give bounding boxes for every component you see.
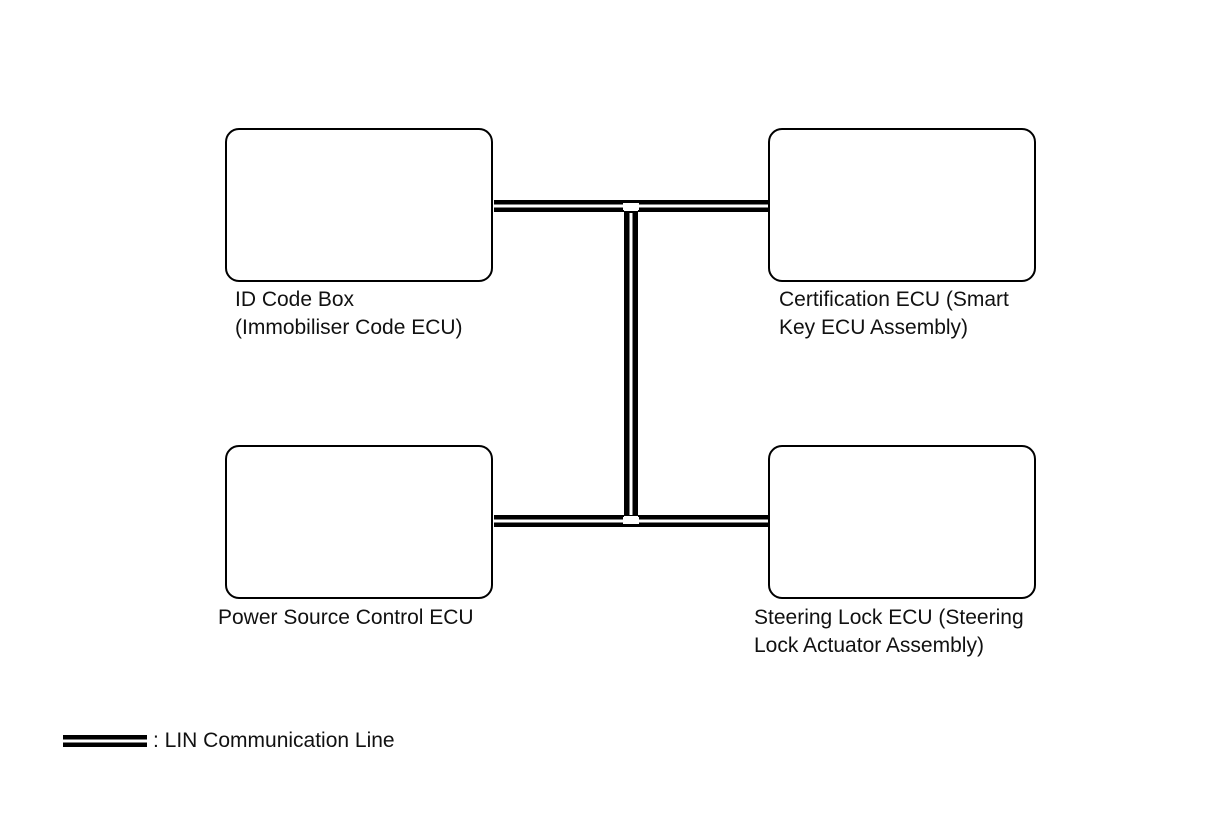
id-code-box-node: [225, 128, 493, 282]
lin-bus-junction-bottom: [494, 515, 768, 524]
certification-ecu-label: Certification ECU (Smart Key ECU Assembl…: [779, 288, 1009, 339]
power-source-control-ecu-node: [225, 445, 493, 599]
legend-label: : LIN Communication Line: [153, 729, 395, 752]
lin-bus-junction-top: [494, 203, 768, 212]
steering-lock-ecu-label: Steering Lock ECU (Steering Lock Actuato…: [754, 606, 1024, 657]
power-source-control-ecu-label: Power Source Control ECU: [218, 606, 474, 629]
steering-lock-ecu-node: [768, 445, 1036, 599]
certification-ecu-node: [768, 128, 1036, 282]
id-code-box-label: ID Code Box (Immobiliser Code ECU): [235, 288, 463, 339]
